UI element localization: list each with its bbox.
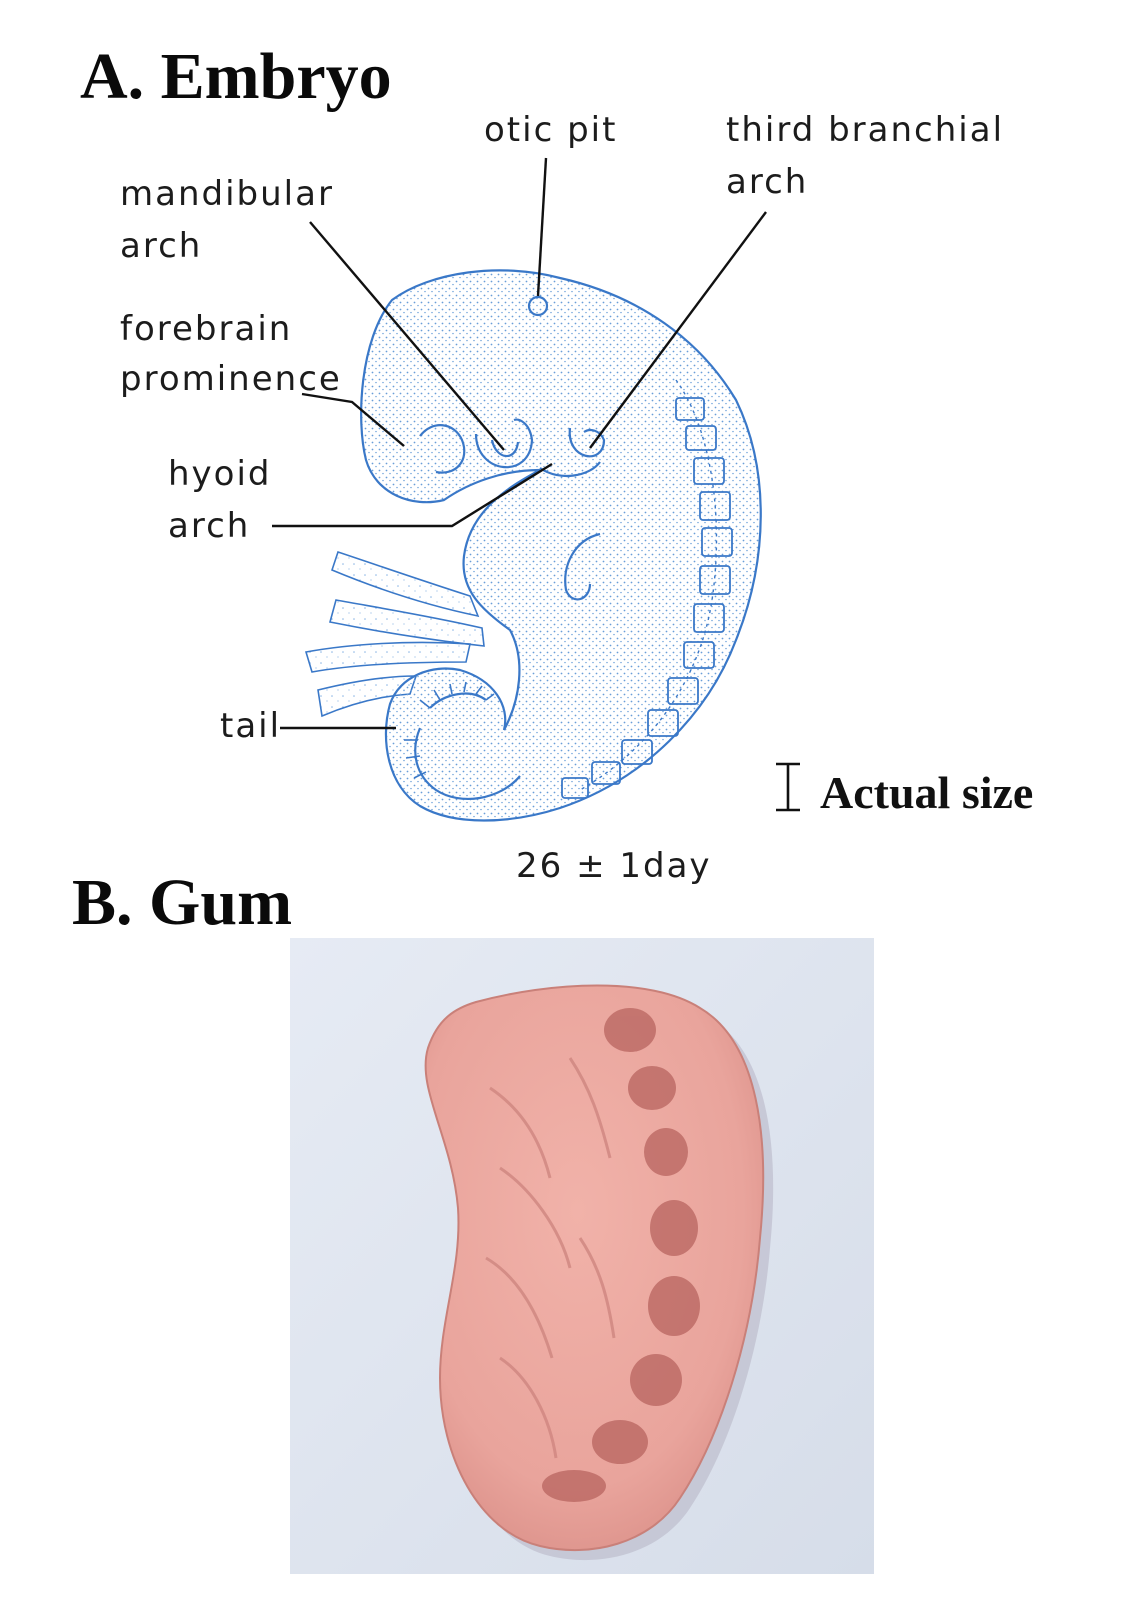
label-forebrain-prominence: forebrain prominence bbox=[120, 309, 342, 399]
gum-ridges bbox=[485, 1057, 616, 1459]
gum-pocket bbox=[648, 1276, 700, 1336]
somite bbox=[621, 739, 653, 765]
leader-third-arch bbox=[589, 211, 767, 449]
somite bbox=[683, 641, 715, 669]
somite bbox=[675, 397, 705, 421]
tail-spines bbox=[404, 681, 495, 779]
somite bbox=[561, 777, 589, 799]
mandibular-arch-mark bbox=[474, 418, 534, 469]
gum-photo bbox=[290, 938, 874, 1574]
hyoid-arch-mark bbox=[539, 461, 601, 477]
middle-limb-bud bbox=[329, 599, 485, 647]
gum-pocket bbox=[604, 1008, 656, 1052]
actual-size-label: Actual size bbox=[820, 767, 1034, 818]
somites bbox=[561, 397, 733, 799]
tail-curl bbox=[414, 692, 521, 801]
somite bbox=[693, 603, 725, 633]
forebrain-fold bbox=[419, 424, 466, 474]
leader-lines bbox=[272, 157, 767, 730]
tail-outline bbox=[414, 727, 521, 801]
scale-bar bbox=[776, 762, 800, 812]
label-otic-pit: otic pit bbox=[484, 110, 618, 150]
embryo-body bbox=[360, 269, 762, 822]
heart-fold bbox=[564, 532, 601, 601]
third-arch-mark bbox=[568, 427, 606, 458]
somite bbox=[699, 491, 731, 521]
leader-mandibular bbox=[309, 221, 505, 451]
somite bbox=[685, 425, 717, 451]
label-tail: tail bbox=[220, 706, 282, 746]
somite bbox=[591, 761, 621, 785]
somite bbox=[667, 677, 699, 705]
somite-band bbox=[579, 379, 718, 791]
tail-inner bbox=[429, 692, 487, 709]
gum-pocket bbox=[650, 1200, 698, 1256]
embryo-illustration bbox=[272, 157, 800, 822]
gum-pocket bbox=[542, 1470, 606, 1502]
age-label: 26 ± 1day bbox=[516, 846, 712, 886]
branchial-arches bbox=[419, 418, 606, 601]
gum-body bbox=[424, 984, 765, 1552]
label-hyoid-arch: hyoid arch bbox=[168, 454, 272, 546]
somite bbox=[701, 527, 733, 557]
mandibular-arch-inner bbox=[490, 439, 520, 458]
gum-pocket bbox=[630, 1354, 682, 1406]
otic-pit-mark bbox=[527, 295, 549, 317]
leader-hyoid bbox=[272, 462, 553, 528]
panel-b-title: B. Gum bbox=[72, 866, 293, 939]
gum-pocket bbox=[592, 1420, 648, 1464]
gum-pockets bbox=[542, 1008, 700, 1502]
somite bbox=[647, 709, 679, 737]
leader-forebrain bbox=[301, 392, 405, 447]
upper-limb-bud bbox=[331, 550, 480, 618]
lower-limb-bud bbox=[304, 641, 471, 673]
panel-a-title: A. Embryo bbox=[80, 40, 392, 113]
somite bbox=[699, 565, 731, 595]
limb-buds bbox=[304, 550, 485, 718]
gum-pocket bbox=[628, 1066, 676, 1110]
somite bbox=[693, 457, 725, 485]
leader-otic-pit bbox=[536, 157, 548, 297]
gum-pocket bbox=[644, 1128, 688, 1176]
label-third-branchial-arch: third branchial arch bbox=[726, 110, 1005, 202]
label-mandibular-arch: mandibular arch bbox=[120, 174, 334, 266]
